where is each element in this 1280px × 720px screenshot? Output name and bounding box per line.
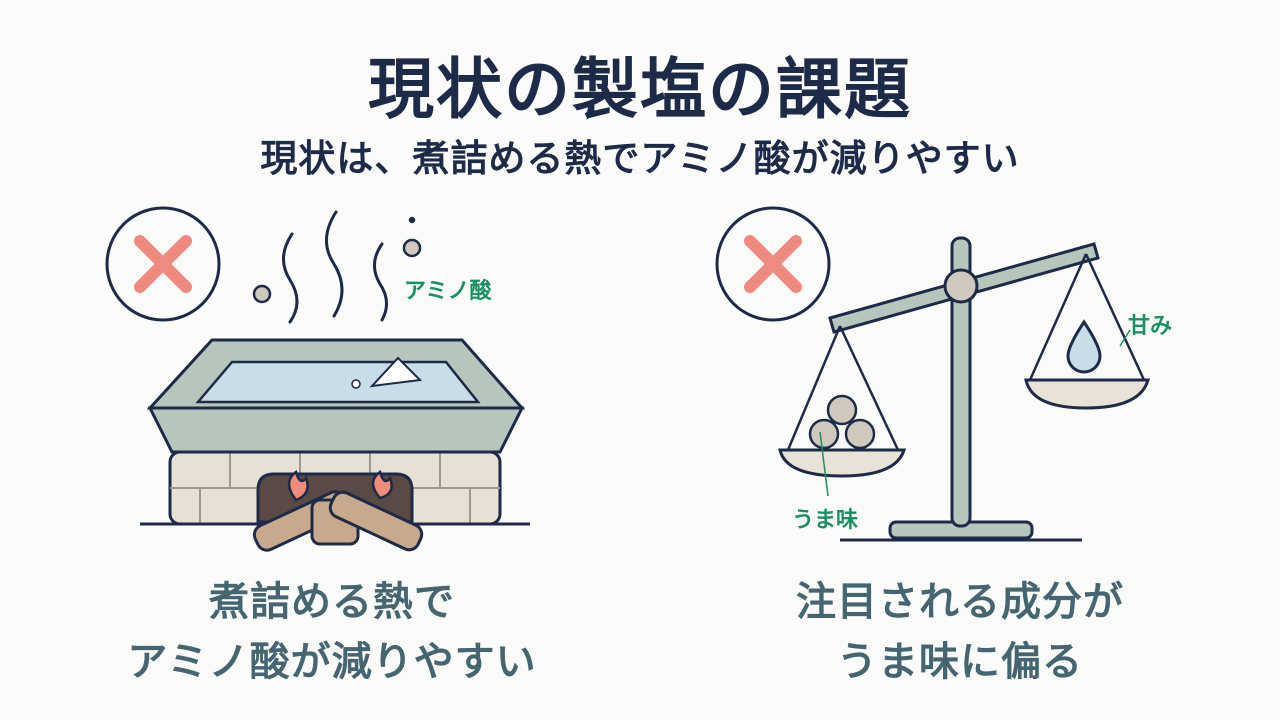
left-caption: 煮詰める熱で アミノ酸が減りやすい bbox=[22, 572, 642, 692]
steam-icon bbox=[282, 210, 388, 324]
right-caption-line-1: 注目される成分が bbox=[796, 579, 1124, 625]
balance-scale-icon bbox=[778, 236, 1150, 542]
amino-acid-label: アミノ酸 bbox=[404, 279, 492, 304]
salt-pan-icon bbox=[146, 338, 526, 454]
firewood-icon bbox=[252, 490, 424, 552]
left-caption-line-2: アミノ酸が減りやすい bbox=[127, 639, 537, 685]
page-title: 現状の製塩の課題 bbox=[368, 51, 912, 128]
umami-balls-icon bbox=[808, 394, 876, 450]
label-leader-lines bbox=[819, 329, 1131, 497]
water-drop-icon bbox=[1066, 319, 1102, 374]
page-subtitle: 現状は、煮詰める熱でアミノ酸が減りやすい bbox=[260, 137, 1020, 180]
sweetness-label: 甘み bbox=[1128, 314, 1173, 339]
right-caption-line-2: うま味に偏る bbox=[837, 639, 1083, 685]
umami-label: うま味 bbox=[792, 508, 859, 533]
right-x-mark-icon bbox=[715, 206, 831, 322]
left-caption-line-1: 煮詰める熱で bbox=[209, 579, 455, 625]
left-x-mark-icon bbox=[105, 206, 221, 322]
right-caption: 注目される成分が うま味に偏る bbox=[650, 572, 1270, 692]
fire-icon bbox=[287, 469, 393, 502]
amino-acid-bubble-icon bbox=[252, 216, 422, 304]
